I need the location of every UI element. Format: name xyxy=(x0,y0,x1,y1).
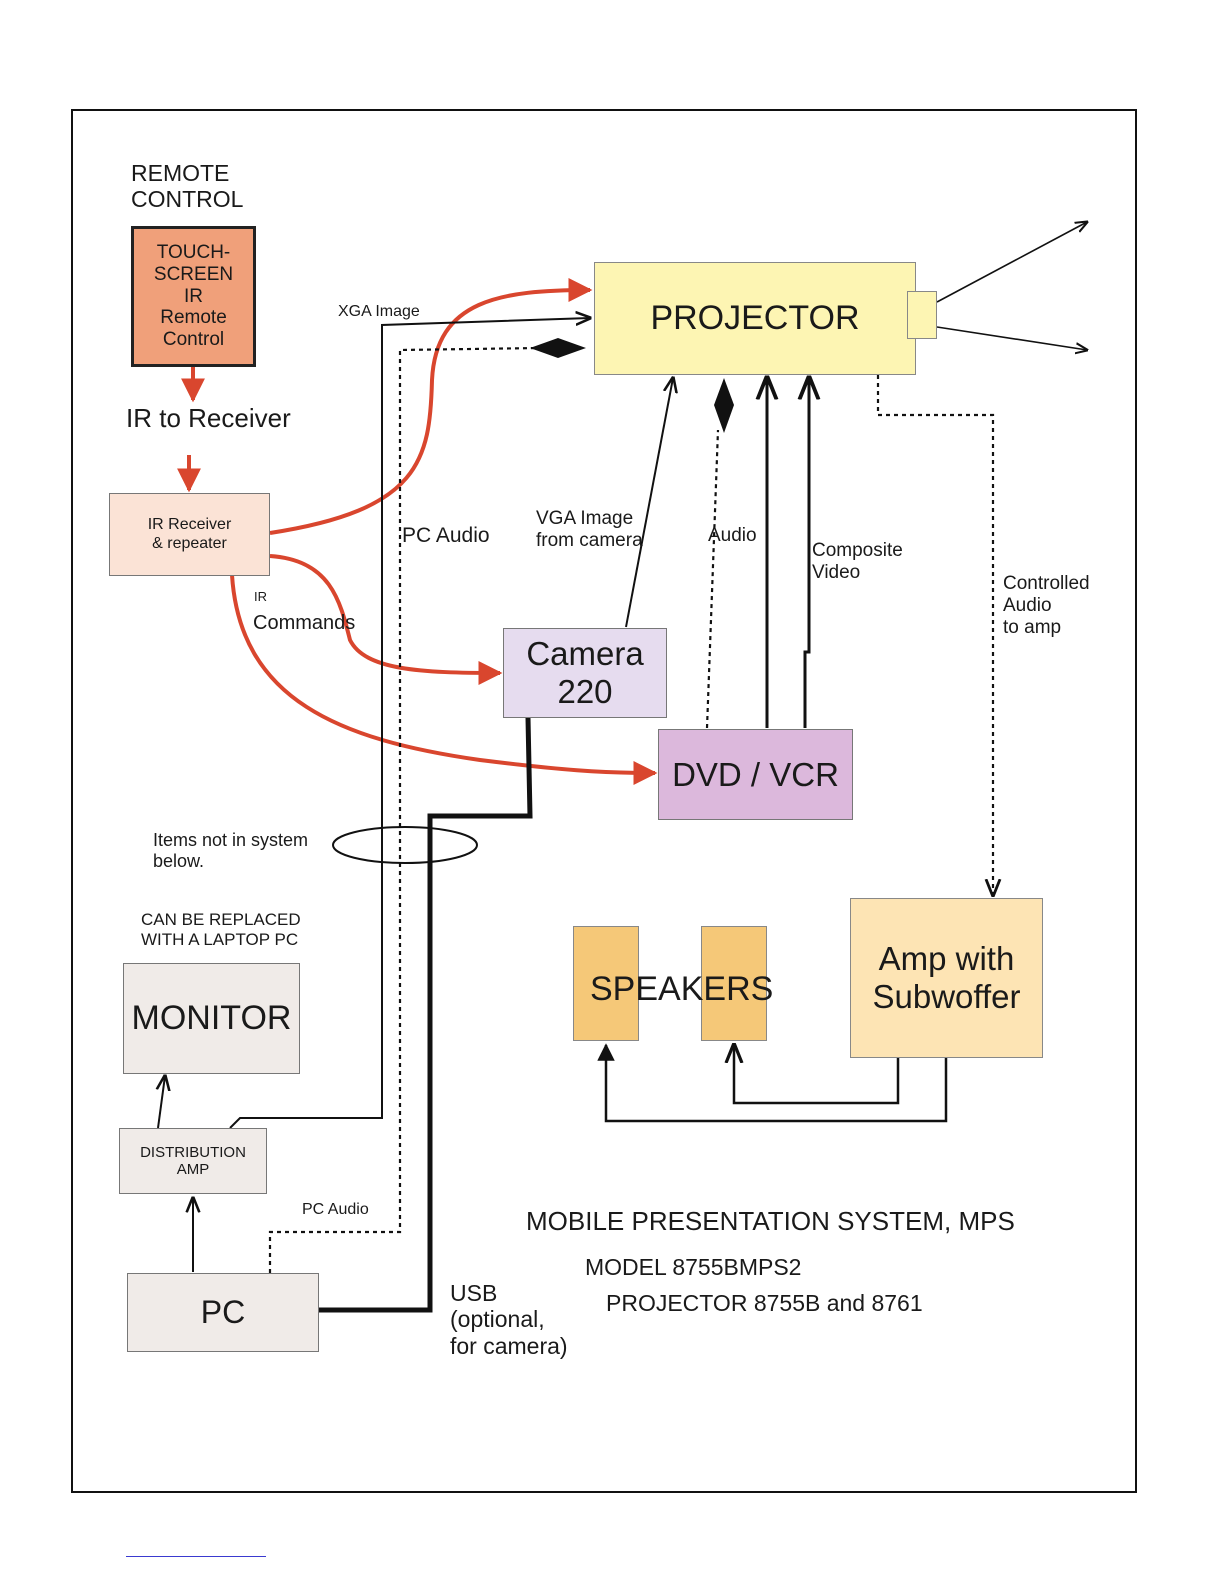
ir-to-projector-curve xyxy=(269,278,593,535)
speakers-label: SPEAKERS xyxy=(590,970,774,1008)
dvd-vcr-box: DVD / VCR xyxy=(658,729,853,820)
can-be-replaced-label: CAN BE REPLACED WITH A LAPTOP PC xyxy=(141,910,301,949)
items-not-in-system-ellipse xyxy=(332,826,478,864)
ir-to-dvd-curve xyxy=(230,574,658,785)
pc-audio-top-label: PC Audio xyxy=(402,524,490,547)
dvd-audio-diamond xyxy=(714,378,734,433)
ir-receiver-box: IR Receiver & repeater xyxy=(109,493,270,576)
projector-box: PROJECTOR xyxy=(594,262,916,375)
distribution-to-monitor-arrow xyxy=(158,1076,165,1129)
audio-label: Audio xyxy=(708,525,757,546)
distribution-amp-box: DISTRIBUTION AMP xyxy=(119,1128,267,1194)
ir-to-receiver-label: IR to Receiver xyxy=(126,403,291,433)
commands-label: Commands xyxy=(253,612,356,634)
camera-box: Camera 220 xyxy=(503,628,667,718)
amp-to-speaker-right-line xyxy=(734,1045,900,1105)
monitor-box: MONITOR xyxy=(123,963,300,1074)
xga-image-label: XGA Image xyxy=(338,303,420,320)
amp-subwoofer-box: Amp with Subwoffer xyxy=(850,898,1043,1058)
pc-audio-bottom-label: PC Audio xyxy=(302,1201,369,1218)
projector-beam-upper xyxy=(936,222,1087,303)
vga-image-line xyxy=(625,378,673,628)
model-title: MODEL 8755BMPS2 xyxy=(585,1254,802,1280)
projector-models-title: PROJECTOR 8755B and 8761 xyxy=(606,1290,923,1316)
items-not-in-system-label: Items not in system below. xyxy=(153,830,309,871)
footer-link-underline[interactable] xyxy=(126,1556,266,1557)
speaker-left-box xyxy=(573,926,639,1041)
main-title: MOBILE PRESENTATION SYSTEM, MPS xyxy=(526,1206,1015,1236)
amp-to-speaker-left-line xyxy=(597,1043,948,1123)
projector-beam-lower xyxy=(936,326,1087,350)
vga-image-label: VGA Image from camera xyxy=(536,508,643,551)
controlled-audio-dotted-line xyxy=(876,375,993,895)
pc-box: PC xyxy=(127,1273,319,1352)
projector-lens xyxy=(907,291,937,339)
dvd-audio-dotted-line xyxy=(705,429,720,729)
xga-image-line xyxy=(229,318,590,1129)
remote-control-heading: REMOTE CONTROL xyxy=(131,160,244,213)
composite-video-line-2 xyxy=(805,378,809,728)
usb-thick-line xyxy=(318,717,533,1313)
speaker-right-box xyxy=(701,926,767,1041)
touchscreen-remote-box: TOUCH- SCREEN IR Remote Control xyxy=(131,226,256,367)
pc-audio-dotted-line xyxy=(268,346,541,1273)
pc-audio-diamond xyxy=(530,338,586,358)
usb-label: USB (optional, for camera) xyxy=(450,1280,568,1359)
controlled-audio-label: Controlled Audio to amp xyxy=(1003,573,1090,638)
diagram-frame xyxy=(71,109,1137,1493)
composite-video-label: Composite Video xyxy=(812,540,903,583)
ir-to-camera-curve xyxy=(269,554,503,685)
ir-small-label: IR xyxy=(254,589,267,604)
